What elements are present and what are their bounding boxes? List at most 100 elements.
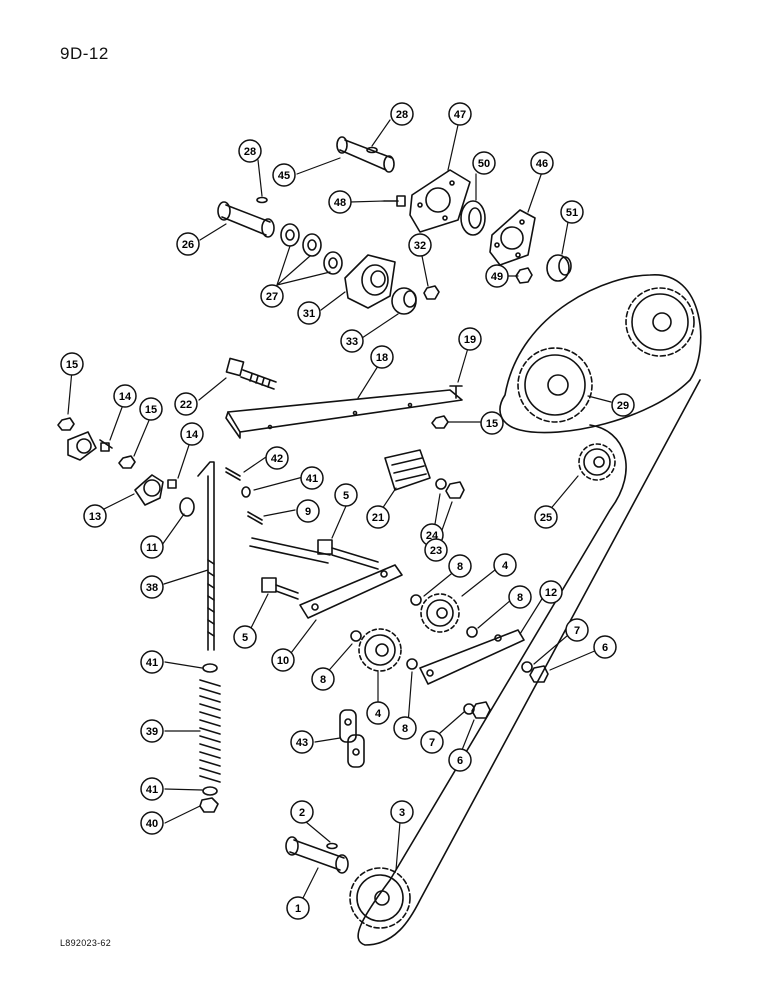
svg-text:40: 40	[146, 818, 158, 830]
sprocket-29-large-right	[625, 287, 695, 357]
washer-24	[435, 478, 447, 490]
callout-5: 5	[334, 483, 358, 507]
svg-text:33: 33	[346, 336, 358, 348]
callout-46: 46	[530, 151, 554, 175]
svg-text:15: 15	[145, 404, 157, 416]
plate-12	[419, 629, 525, 685]
nut-23	[445, 481, 465, 499]
bearing-13-b	[134, 474, 164, 506]
svg-text:41: 41	[146, 784, 158, 796]
cotter-pin-42	[225, 467, 241, 481]
washer-11	[179, 497, 195, 517]
svg-text:15: 15	[486, 418, 498, 430]
callout-8: 8	[393, 716, 417, 740]
callout-51: 51	[560, 200, 584, 224]
pin-1	[285, 836, 349, 874]
callout-6: 6	[593, 635, 617, 659]
chain-link-43	[339, 709, 365, 768]
svg-text:22: 22	[180, 399, 192, 411]
washer-8-b	[466, 626, 478, 638]
callout-1: 1	[286, 896, 310, 920]
svg-text:8: 8	[402, 723, 408, 735]
callout-47: 47	[448, 102, 472, 126]
collar-51	[546, 254, 572, 282]
callout-15: 15	[60, 352, 84, 376]
svg-text:39: 39	[146, 726, 158, 738]
callout-4: 4	[493, 553, 517, 577]
sprocket-4-upper	[420, 593, 460, 633]
svg-text:2: 2	[299, 807, 305, 819]
callout-48: 48	[328, 190, 352, 214]
washer-7-a	[521, 661, 533, 673]
callout-14: 14	[180, 422, 204, 446]
washers-27	[280, 223, 343, 275]
plate-18	[225, 389, 463, 439]
flange-47	[409, 169, 471, 233]
svg-text:7: 7	[574, 625, 580, 637]
svg-text:4: 4	[375, 708, 382, 720]
svg-text:3: 3	[399, 807, 405, 819]
callout-40: 40	[140, 811, 164, 835]
svg-text:32: 32	[414, 240, 426, 252]
callout-50: 50	[472, 151, 496, 175]
bolt-48	[383, 195, 406, 207]
pin-26	[217, 201, 275, 238]
svg-text:46: 46	[536, 158, 548, 170]
svg-text:28: 28	[396, 109, 408, 121]
callout-41: 41	[140, 650, 164, 674]
washer-8-a	[410, 594, 422, 606]
callout-28: 28	[238, 139, 262, 163]
svg-text:43: 43	[296, 737, 308, 749]
svg-text:45: 45	[278, 170, 290, 182]
callout-42: 42	[265, 446, 289, 470]
callout-5: 5	[233, 625, 257, 649]
callout-14: 14	[113, 384, 137, 408]
callout-32: 32	[408, 233, 432, 257]
callout-13: 13	[83, 504, 107, 528]
svg-text:8: 8	[517, 592, 523, 604]
svg-text:10: 10	[277, 655, 289, 667]
svg-text:31: 31	[303, 308, 315, 320]
svg-text:6: 6	[602, 642, 608, 654]
svg-text:48: 48	[334, 197, 346, 209]
callout-2: 2	[290, 800, 314, 824]
svg-text:50: 50	[478, 158, 490, 170]
figure-code: L892023-62	[60, 938, 112, 948]
svg-text:21: 21	[372, 512, 384, 524]
svg-text:51: 51	[566, 207, 578, 219]
callout-38: 38	[140, 575, 164, 599]
callout-26: 26	[176, 232, 200, 256]
svg-text:23: 23	[430, 545, 442, 557]
svg-text:9: 9	[305, 506, 311, 518]
nut-15-c	[431, 415, 449, 429]
pad-21	[384, 449, 431, 491]
callout-33: 33	[340, 329, 364, 353]
svg-text:14: 14	[119, 391, 132, 403]
svg-text:1: 1	[295, 903, 301, 915]
svg-text:14: 14	[186, 429, 199, 441]
callout-23: 23	[424, 538, 448, 562]
nut-6-b	[471, 701, 491, 719]
bolt-14-a	[99, 439, 113, 452]
key-28-left	[256, 196, 268, 204]
callout-29: 29	[611, 393, 635, 417]
nut-49	[515, 267, 533, 284]
svg-text:26: 26	[182, 239, 194, 251]
callout-8: 8	[448, 554, 472, 578]
callout-15: 15	[139, 397, 163, 421]
nut-6-a	[529, 665, 549, 683]
nut-32	[423, 285, 440, 300]
callout-8: 8	[311, 667, 335, 691]
washer-41-mid	[202, 663, 218, 673]
spring-39	[199, 679, 221, 783]
bolt-5-lower	[261, 577, 299, 600]
callout-22: 22	[174, 392, 198, 416]
svg-text:38: 38	[146, 582, 158, 594]
callout-45: 45	[272, 163, 296, 187]
washer-8-d	[406, 658, 418, 670]
washer-8-c	[350, 630, 362, 642]
pin-9	[247, 511, 263, 525]
rod-38	[197, 461, 215, 651]
sprocket-4-lower	[358, 628, 402, 672]
callout-3: 3	[390, 800, 414, 824]
